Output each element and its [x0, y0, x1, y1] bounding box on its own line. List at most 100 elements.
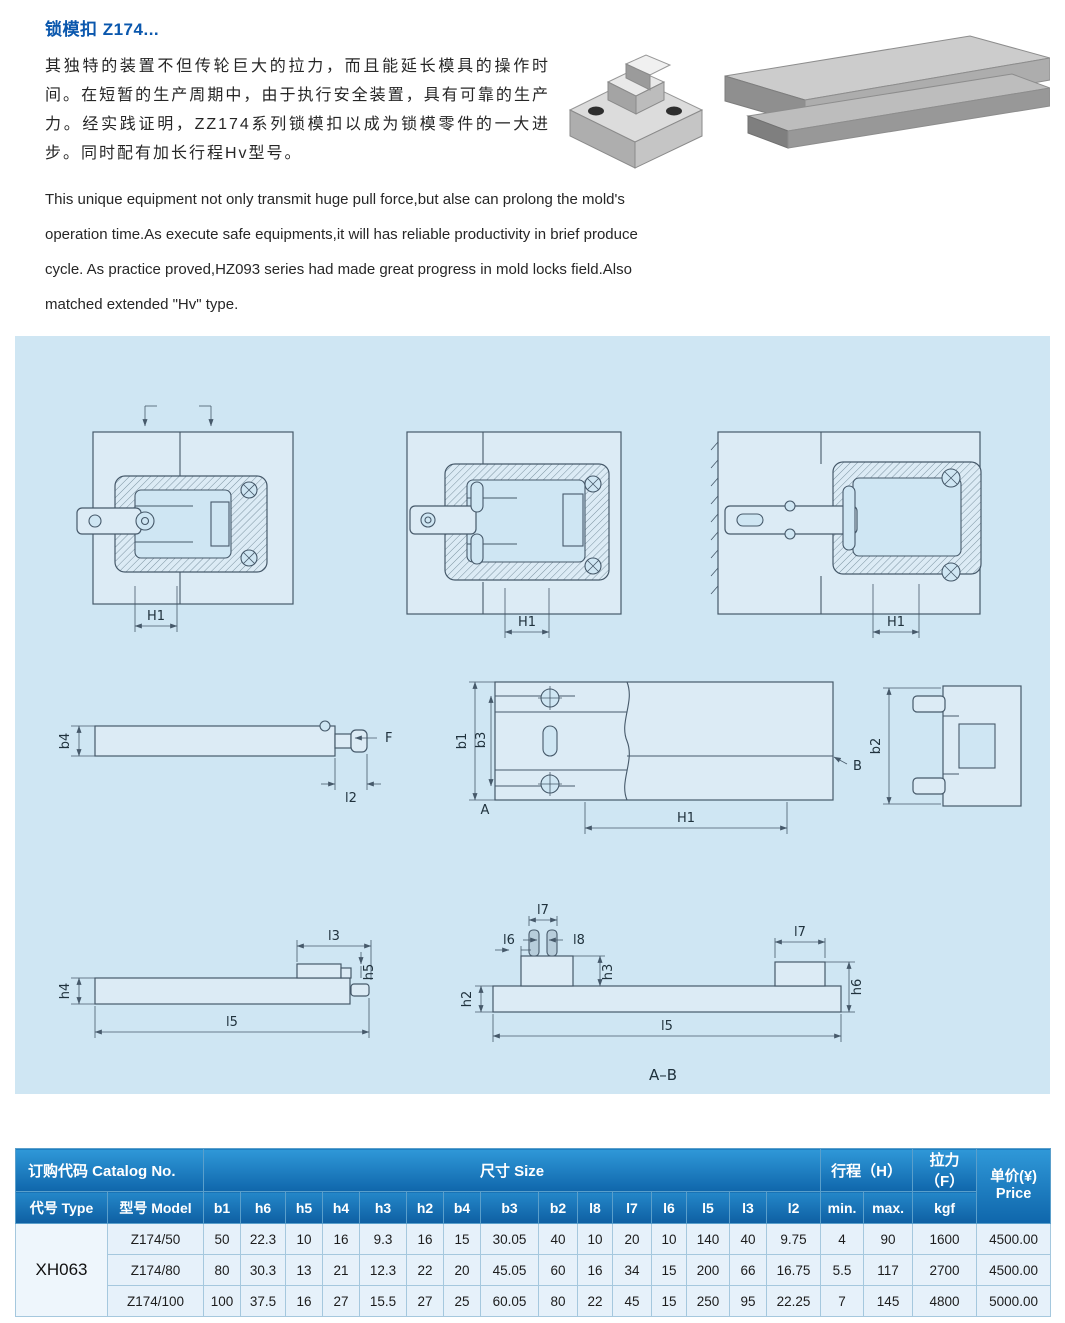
header-type: 代号 Type: [15, 1191, 108, 1224]
technical-drawing: H1: [58, 405, 1022, 1084]
value-cell: 15.5: [359, 1285, 408, 1317]
spec-table-section: 订购代码 Catalog No. 尺寸 Size 行程（H） 拉力（F） 单价(…: [14, 1148, 1052, 1317]
value-cell: 15: [443, 1223, 482, 1255]
header-price: 单价(¥) Price: [976, 1148, 1052, 1224]
header-size: 尺寸 Size: [203, 1148, 822, 1192]
intro-english-line: cycle. As practice proved,HZ093 series h…: [45, 261, 632, 278]
header-force: 拉力（F）: [912, 1148, 978, 1192]
dim-label-l3: l3: [328, 929, 340, 944]
value-cell: 4500.00: [976, 1254, 1052, 1286]
dim-label-l7-right: l7: [794, 925, 806, 940]
value-cell: 10: [651, 1223, 688, 1255]
value-cell: 10: [577, 1223, 614, 1255]
dim-label-h1-right: H1: [887, 615, 905, 630]
dim-label-l5-left: l5: [226, 1015, 238, 1030]
header-price-en: Price: [995, 1186, 1032, 1202]
model-cell: Z174/50: [106, 1223, 205, 1255]
header-section: 锁模扣 Z174... 其独特的装置不但传轮巨大的拉力，而且能延长模具的操作时间…: [0, 0, 1065, 322]
dim-label-h1-left: H1: [147, 609, 165, 624]
header-dim-h3: h3: [359, 1191, 408, 1224]
header-kgf: kgf: [912, 1191, 978, 1224]
dim-label-h4: h4: [58, 983, 73, 1000]
header-model: 型号 Model: [106, 1191, 205, 1224]
base-plate-plan-view: b1 b3 B A H1: [455, 681, 862, 834]
value-cell: 22.25: [766, 1285, 822, 1317]
product-photo: [550, 18, 1052, 180]
header-dim-l8: l8: [577, 1191, 614, 1224]
dim-label-h5: h5: [362, 964, 377, 981]
value-cell: 60.05: [480, 1285, 540, 1317]
header-dim-b3: b3: [480, 1191, 540, 1224]
dim-label-l2: l2: [345, 791, 357, 806]
product-photo-bar-assembly: [724, 35, 1052, 149]
dim-label-h1-middle: H1: [518, 615, 536, 630]
value-cell: 40: [729, 1223, 768, 1255]
value-cell: 37.5: [240, 1285, 287, 1317]
dim-label-h1-plan: H1: [677, 811, 695, 826]
value-cell: 4: [820, 1223, 865, 1255]
assembly-view-left: H1: [76, 405, 294, 632]
value-cell: 30.05: [480, 1223, 540, 1255]
product-photo-graphic: [568, 35, 1052, 169]
header-catalog-no: 订购代码 Catalog No.: [14, 1148, 205, 1192]
dim-label-l8: l8: [573, 933, 585, 948]
intro-english-line: This unique equipment not only transmit …: [45, 191, 625, 208]
value-cell: 9.75: [766, 1223, 822, 1255]
value-cell: 15: [651, 1285, 688, 1317]
base-side-view: l7 l8 l6 h3 h2 h6: [460, 903, 865, 1084]
dim-label-l7-left: l7: [537, 903, 549, 918]
assembly-view-middle: H1: [406, 431, 622, 638]
table-header-row-2: 代号 Type 型号 Model b1 h6 h5 h4 h3 h2 b4 b3…: [15, 1191, 1051, 1224]
dim-label-l5-mid: l5: [661, 1019, 673, 1034]
type-code-cell: XH063: [15, 1223, 108, 1317]
section-ab-label: A–B: [649, 1066, 677, 1084]
value-cell: 45: [612, 1285, 653, 1317]
header-dim-l5: l5: [686, 1191, 731, 1224]
value-cell: 27: [322, 1285, 361, 1317]
header-dim-h5: h5: [285, 1191, 324, 1224]
value-cell: 21: [322, 1254, 361, 1286]
table-header-row-1: 订购代码 Catalog No. 尺寸 Size 行程（H） 拉力（F） 单价(…: [14, 1148, 1052, 1224]
value-cell: 250: [686, 1285, 731, 1317]
spec-table: 订购代码 Catalog No. 尺寸 Size 行程（H） 拉力（F） 单价(…: [14, 1148, 1052, 1317]
dim-label-h2: h2: [460, 991, 475, 1008]
value-cell: 145: [863, 1285, 914, 1317]
assembly-view-right: H1: [710, 431, 982, 638]
intro-english-line: operation time.As execute safe equipment…: [45, 226, 638, 243]
value-cell: 60: [538, 1254, 579, 1286]
header-dim-h6: h6: [240, 1191, 287, 1224]
value-cell: 100: [203, 1285, 242, 1317]
table-row-z174-100: Z174/100 100 37.5 16 27 15.5 27 25 60.05…: [16, 1285, 1052, 1317]
dim-label-b2: b2: [869, 738, 884, 755]
pull-bar-plan-view: b4 F l2: [58, 720, 392, 806]
header-dim-l3: l3: [729, 1191, 768, 1224]
model-cell: Z174/100: [106, 1285, 205, 1317]
page-title: 锁模扣 Z174...: [45, 20, 160, 39]
value-cell: 9.3: [359, 1223, 408, 1255]
dim-label-b1: b1: [455, 733, 470, 750]
value-cell: 45.05: [480, 1254, 540, 1286]
value-cell: 16: [406, 1223, 445, 1255]
value-cell: 90: [863, 1223, 914, 1255]
header-dim-b4: b4: [443, 1191, 482, 1224]
value-cell: 117: [863, 1254, 914, 1286]
value-cell: 80: [538, 1285, 579, 1317]
table-row-z174-50: XH063 Z174/50 50 22.3 10 16 9.3 16 15 30…: [15, 1223, 1052, 1317]
header-dim-h2: h2: [406, 1191, 445, 1224]
value-cell: 80: [203, 1254, 242, 1286]
header-dim-b2: b2: [538, 1191, 579, 1224]
value-cell: 15: [651, 1254, 688, 1286]
value-cell: 27: [406, 1285, 445, 1317]
value-cell: 2700: [912, 1254, 978, 1286]
header-min: min.: [820, 1191, 865, 1224]
dim-label-b3: b3: [474, 732, 489, 749]
value-cell: 5000.00: [976, 1285, 1052, 1317]
value-cell: 20: [612, 1223, 653, 1255]
value-cell: 7: [820, 1285, 865, 1317]
header-dim-b1: b1: [203, 1191, 242, 1224]
value-cell: 22: [406, 1254, 445, 1286]
value-cell: 140: [686, 1223, 731, 1255]
value-cell: 4500.00: [976, 1223, 1052, 1255]
end-view: b2: [869, 685, 1022, 807]
